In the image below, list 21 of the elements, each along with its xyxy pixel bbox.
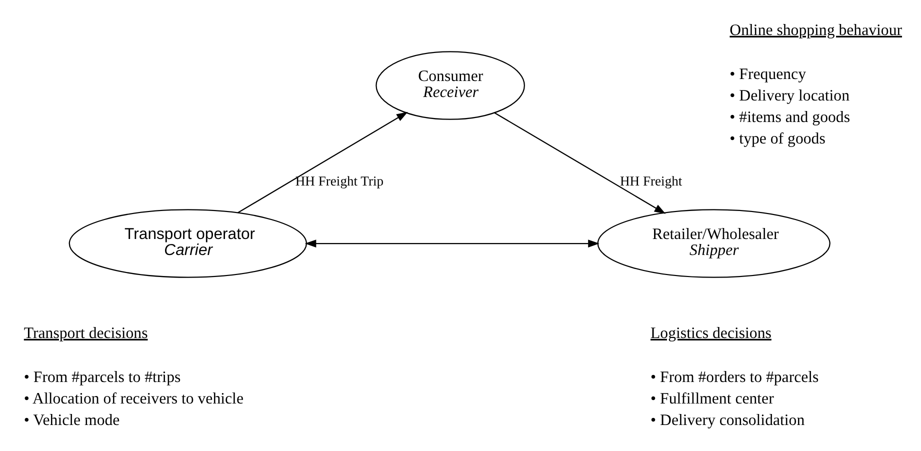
label: • Frequency: [730, 65, 806, 82]
node-ellipse: Transport operator Carrier: [68, 208, 307, 278]
label: • type of goods: [730, 130, 826, 147]
label: • Delivery consolidation: [650, 411, 805, 428]
label: • Vehicle mode: [24, 411, 120, 428]
arrow: [238, 111, 408, 213]
node-ellipse: Consumer Receiver: [376, 50, 525, 120]
label: Transport decisions: [24, 324, 148, 342]
label: Logistics decisions: [650, 324, 772, 342]
edge-label: HH Freight: [620, 173, 682, 188]
edge-label: HH Freight Trip: [295, 173, 384, 188]
label: • From #parcels to #trips: [24, 368, 181, 386]
arrow: [494, 112, 666, 214]
label: • Fulfillment center: [650, 390, 774, 407]
label: • From #orders to #parcels: [650, 368, 819, 386]
label: • Allocation of receivers to vehicle: [24, 390, 244, 407]
node-ellipse: Retailer/Wholesaler Shipper: [597, 208, 830, 278]
label: • Delivery location: [730, 86, 850, 104]
label: Online shopping behaviour: [730, 21, 902, 38]
label: • #items and goods: [730, 108, 850, 126]
arrow: [304, 239, 600, 247]
